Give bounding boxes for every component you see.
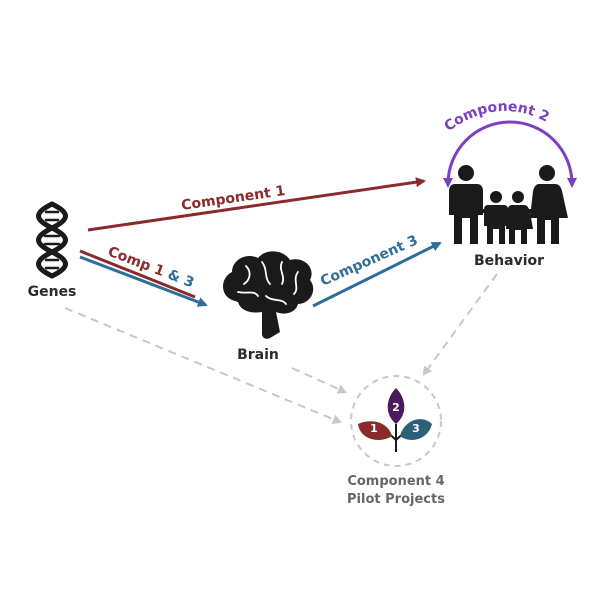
leaf-3 <box>400 419 432 440</box>
genes-label: Genes <box>28 284 77 300</box>
leaf-1-number: 1 <box>370 422 378 435</box>
component2-arc <box>443 120 577 188</box>
comp1-brain-arrow <box>79 249 196 299</box>
leaf-1 <box>358 421 392 440</box>
comp13-label-amp: & <box>161 265 187 288</box>
component3-arrow <box>312 241 442 308</box>
component4-node: 2 1 3 Component 4 Pilot Projects <box>347 375 445 507</box>
component4-title: Component 4 <box>347 474 444 489</box>
girl-figure <box>506 191 533 244</box>
brain-icon <box>223 251 314 339</box>
father-figure <box>449 165 483 244</box>
component4-subtitle: Pilot Projects <box>347 492 445 507</box>
genes-to-comp4-connector <box>64 307 342 424</box>
brain-to-comp4-connector <box>291 367 347 394</box>
component2-label: Component 2 <box>442 99 552 135</box>
dashed-connectors <box>64 273 498 424</box>
behavior-node: Behavior <box>449 165 568 269</box>
mother-figure <box>530 165 568 244</box>
dna-icon <box>36 201 68 279</box>
boy-figure <box>484 191 508 244</box>
leaf-2-number: 2 <box>392 401 400 414</box>
brain-node: Brain <box>223 251 314 363</box>
leaf-3-number: 3 <box>412 422 420 435</box>
behavior-label: Behavior <box>474 253 544 269</box>
three-leaf-plant-icon: 2 1 3 <box>358 388 432 452</box>
brain-label: Brain <box>237 347 279 363</box>
family-icon <box>449 165 568 244</box>
comp3-brain-arrow <box>79 255 208 307</box>
behavior-to-comp4-connector <box>422 273 498 376</box>
leaf-2 <box>387 388 405 424</box>
genes-node: Genes <box>28 201 77 300</box>
component1-arrow <box>87 177 426 232</box>
